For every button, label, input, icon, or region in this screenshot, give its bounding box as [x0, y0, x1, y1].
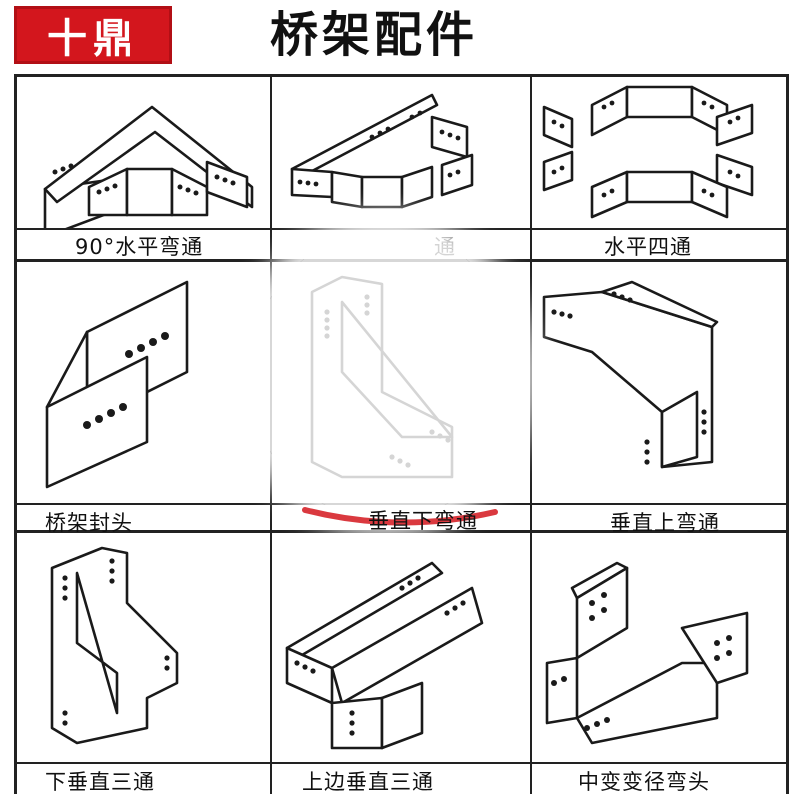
grid-border-right	[786, 74, 789, 794]
part-label: 中变变径弯头	[578, 770, 710, 794]
part-cell-vertical-up-elbow: 垂直上弯通	[532, 262, 786, 535]
part-label: 垂直上弯通	[610, 511, 720, 535]
watermark-overlay	[250, 230, 520, 520]
brand-logo: 十鼎	[14, 6, 172, 64]
grid-divider-col-2	[530, 74, 532, 794]
horizontal-tee-icon	[290, 93, 474, 209]
end-cap-icon	[45, 280, 189, 489]
grid-border-left	[14, 74, 17, 794]
part-cell-horizontal-90-elbow: 90°水平弯通	[17, 77, 270, 259]
part-label: 90°水平弯通	[75, 235, 204, 259]
part-label: 上边垂直三通	[302, 770, 434, 794]
vertical-up-tee-icon	[285, 561, 484, 750]
label-rule-1	[14, 228, 789, 230]
watermark-red-stroke	[302, 507, 498, 526]
part-label-vertical-down-elbow: 垂直下弯通	[368, 509, 478, 533]
part-label: 下垂直三通	[45, 770, 155, 794]
grid-divider-row-2	[14, 530, 789, 533]
part-label: 水平四通	[604, 235, 692, 259]
part-cell-vertical-down-tee: 下垂直三通	[17, 533, 270, 794]
part-cell-vertical-up-tee: 上边垂直三通	[272, 533, 530, 794]
page-title: 桥架配件	[270, 7, 479, 63]
horizontal-90-elbow-icon	[43, 105, 254, 228]
label-rule-3	[14, 762, 789, 764]
grid-border-top	[14, 74, 789, 77]
reducer-icon	[545, 561, 749, 745]
part-cell-horizontal-tee: 通	[272, 77, 530, 259]
horizontal-cross-icon	[542, 85, 754, 219]
part-cell-end-cap: 桥架封头	[17, 262, 270, 535]
vertical-up-elbow-icon	[542, 280, 719, 469]
vertical-down-tee-icon	[50, 546, 179, 745]
part-cell-reducer: 中变变径弯头	[532, 533, 786, 794]
part-cell-horizontal-cross: 水平四通	[532, 77, 786, 259]
part-label: 桥架封头	[45, 511, 133, 535]
